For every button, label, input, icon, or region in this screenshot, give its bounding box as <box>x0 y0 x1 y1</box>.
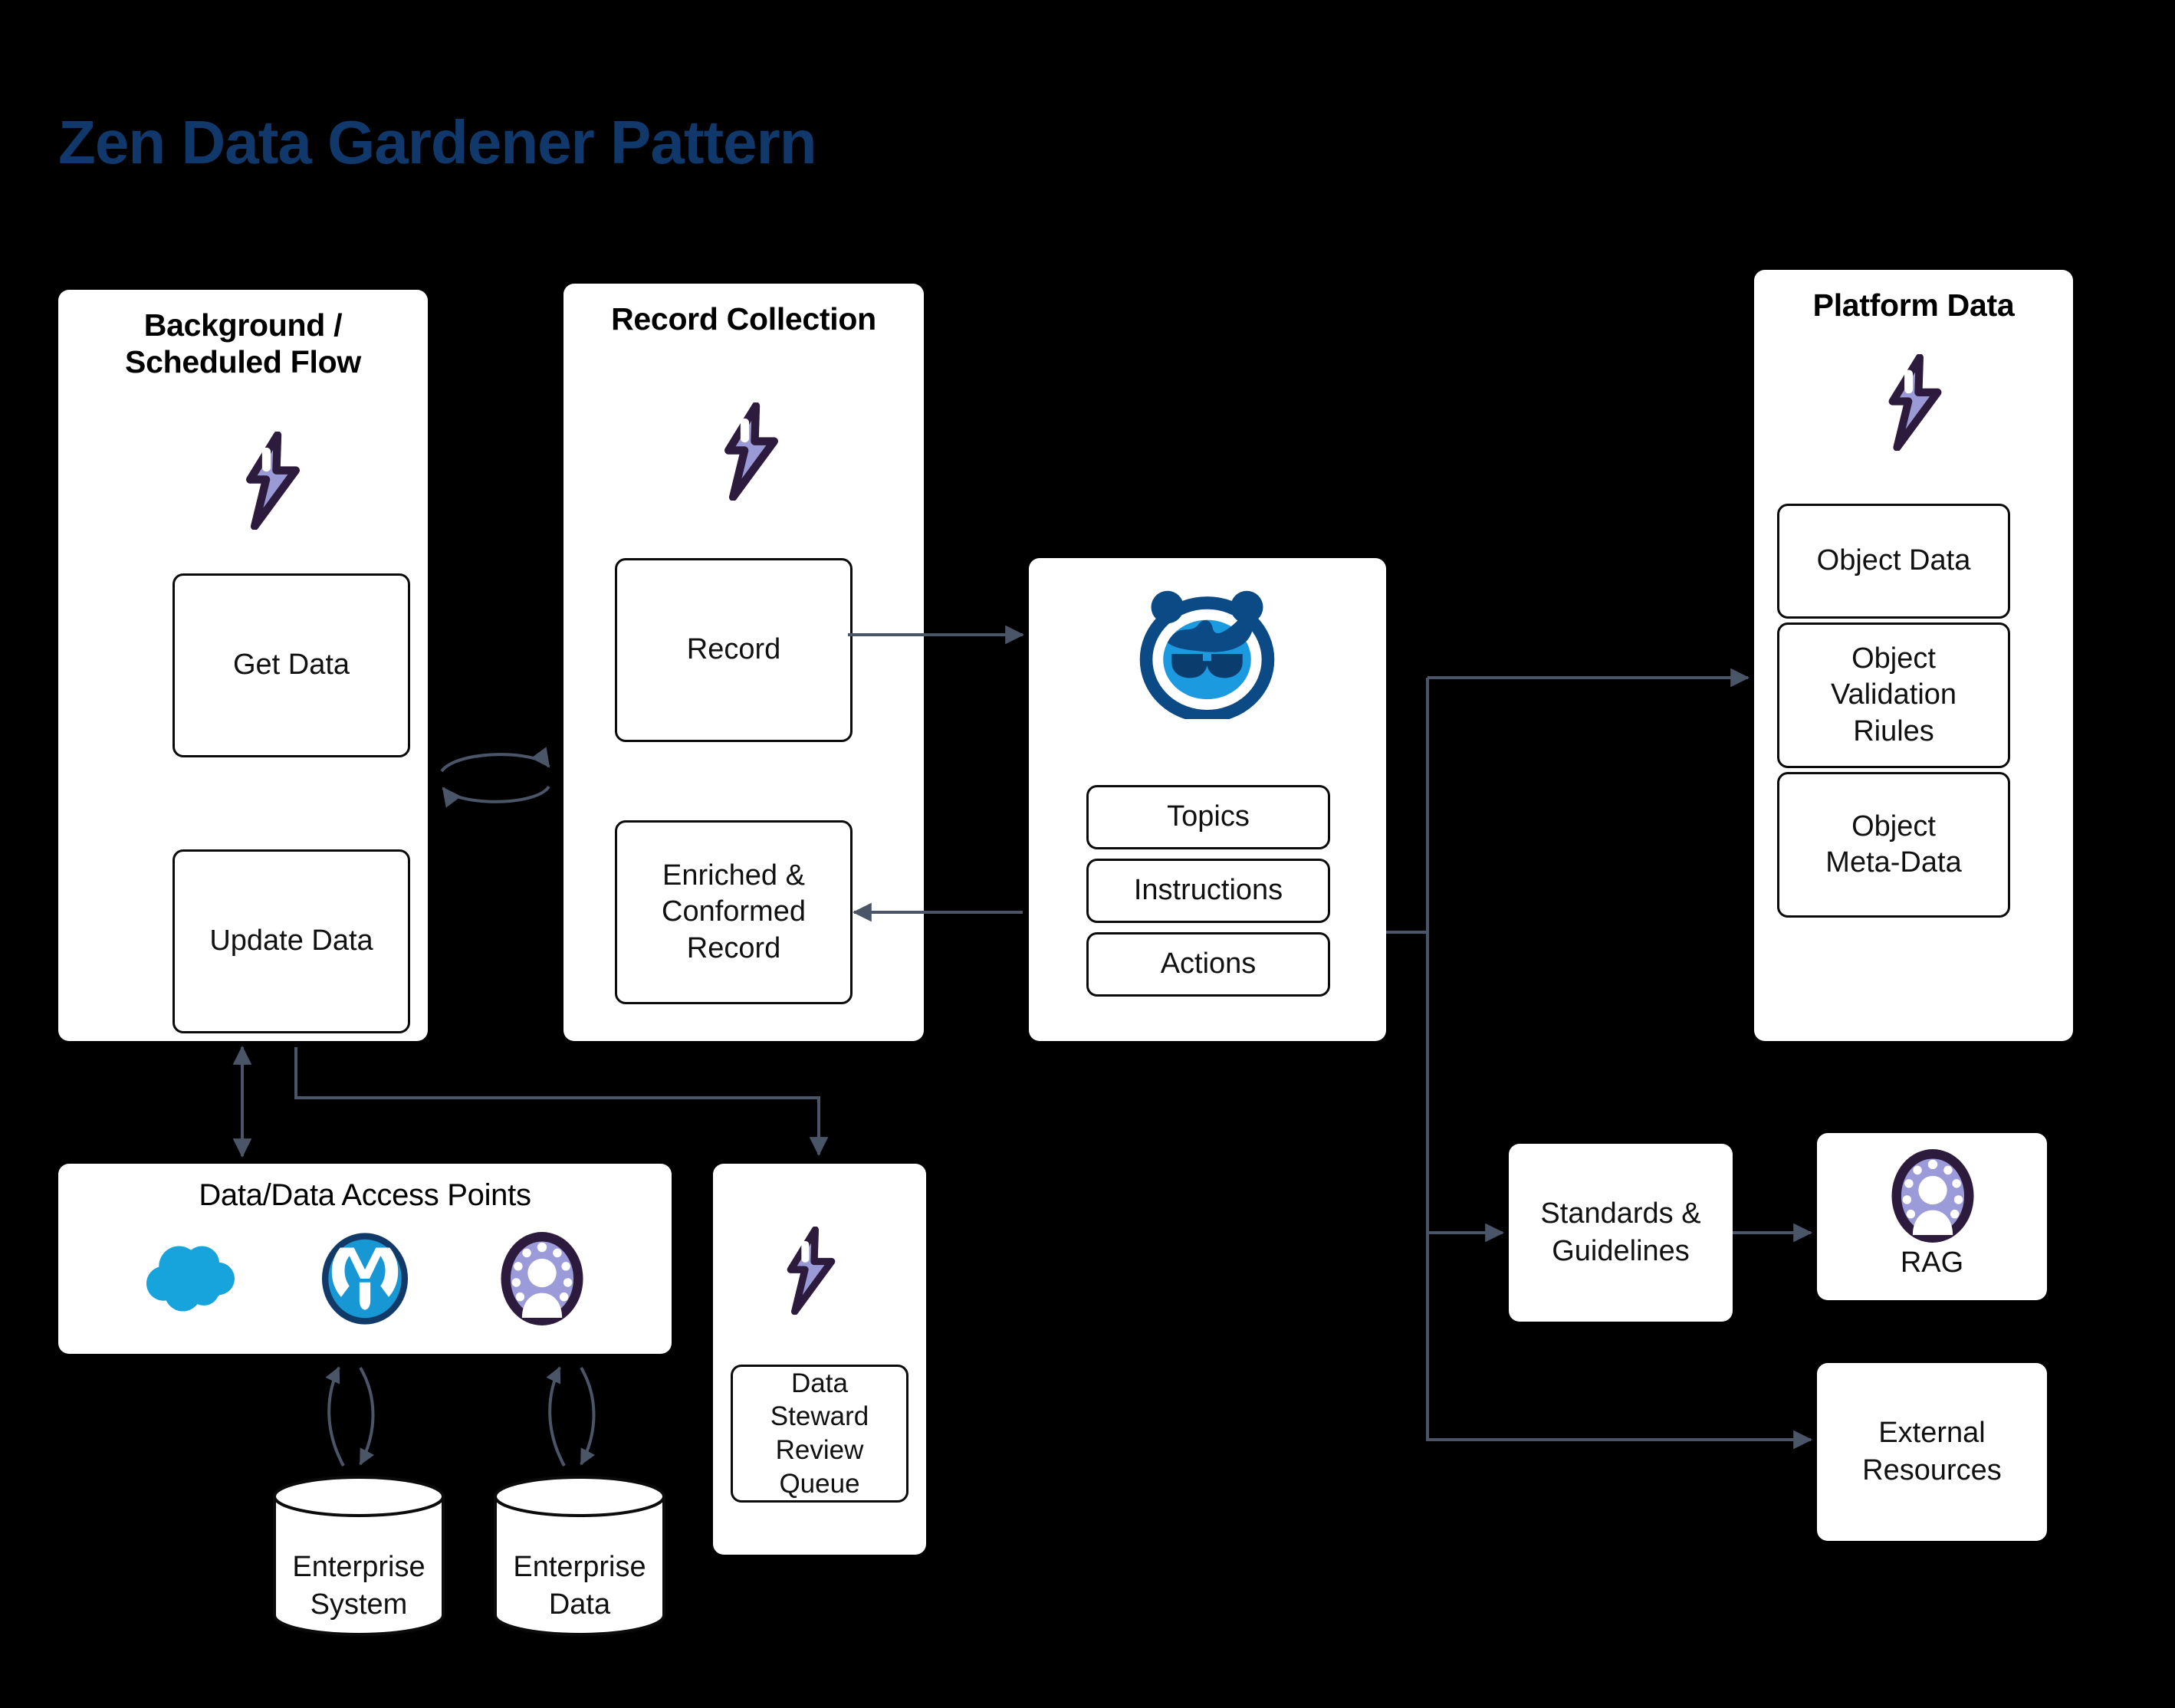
standards-line1: Standards & <box>1540 1197 1701 1230</box>
connector-flow-to-data-steward <box>294 1047 829 1156</box>
connector-access-to-enterprise-system-down <box>359 1366 375 1466</box>
connector-flow-loop-top <box>440 747 550 773</box>
box-record-label: Record <box>686 633 781 666</box>
connector-access-to-enterprise-data-up <box>546 1366 566 1467</box>
box-record[interactable]: Record <box>615 558 853 742</box>
datastore-enterprise-system-label: Enterprise System <box>270 1549 448 1624</box>
datastore-1-line1: Enterprise <box>513 1551 646 1583</box>
datastore-0-line2: System <box>310 1588 408 1621</box>
connector-access-to-enterprise-data-down <box>580 1366 596 1466</box>
box-metadata-line2: Meta-Data <box>1825 846 1962 879</box>
node-external-resources[interactable]: External Resources <box>1817 1363 2047 1541</box>
box-metadata-line1: Object <box>1851 810 1936 843</box>
datastore-enterprise-system[interactable]: Enterprise System <box>270 1473 448 1638</box>
box-enriched-line1: Enriched & <box>662 859 805 892</box>
page-title: Zen Data Gardener Pattern <box>58 108 817 176</box>
box-enriched-conformed-record[interactable]: Enriched & Conformed Record <box>615 820 853 1004</box>
panel-agent[interactable]: Topics Instructions Actions <box>1029 558 1386 1041</box>
flow-lightning-icon <box>787 1227 836 1315</box>
panel-title-data-access-points: Data/Data Access Points <box>199 1178 531 1212</box>
mulesoft-icon <box>321 1233 409 1325</box>
standards-line2: Guidelines <box>1552 1235 1690 1267</box>
connector-actions-to-standards <box>1426 932 1504 1243</box>
external-line1: External <box>1878 1416 1986 1449</box>
panel-title-platform-data: Platform Data <box>1812 287 2015 323</box>
box-update-data[interactable]: Update Data <box>172 849 410 1033</box>
panel-data-steward[interactable]: Data Steward Review Queue <box>713 1164 926 1555</box>
box-actions-label: Actions <box>1160 948 1257 980</box>
box-steward-line2: Review <box>775 1435 864 1465</box>
box-validation-line2: Validation <box>1830 678 1957 711</box>
external-line2: Resources <box>1862 1454 2002 1486</box>
box-data-steward-review-queue[interactable]: Data Steward Review Queue <box>731 1365 908 1503</box>
panel-data-access-points[interactable]: Data/Data Access Points <box>58 1164 672 1354</box>
box-enriched-line3: Record <box>686 931 781 964</box>
flow-lightning-icon <box>1888 354 1942 451</box>
datastore-0-line1: Enterprise <box>292 1551 425 1583</box>
panel-platform-data[interactable]: Platform Data Object Data Object Validat… <box>1754 270 2073 1041</box>
box-topics[interactable]: Topics <box>1086 785 1330 849</box>
box-validation-line1: Object <box>1851 642 1936 675</box>
box-object-meta-data[interactable]: Object Meta-Data <box>1777 772 2010 918</box>
box-object-data[interactable]: Object Data <box>1777 504 2010 619</box>
node-rag[interactable]: RAG <box>1817 1133 2047 1300</box>
node-rag-label: RAG <box>1900 1246 1964 1279</box>
datastore-enterprise-data[interactable]: Enterprise Data <box>491 1473 669 1638</box>
box-get-data-label: Get Data <box>232 649 350 682</box>
box-steward-line1: Data Steward <box>770 1368 869 1432</box>
panel-title-record-collection: Record Collection <box>611 301 876 337</box>
datastore-1-line2: Data <box>548 1588 611 1621</box>
box-steward-line3: Queue <box>779 1468 860 1499</box>
node-standards-guidelines[interactable]: Standards & Guidelines <box>1509 1144 1733 1322</box>
rag-person-icon <box>501 1232 583 1325</box>
box-topics-label: Topics <box>1167 800 1250 833</box>
panel-record-collection[interactable]: Record Collection Record Enriched & Conf… <box>563 284 924 1041</box>
box-update-data-label: Update Data <box>209 925 373 957</box>
datastore-enterprise-data-label: Enterprise Data <box>491 1549 669 1624</box>
panel-title-line2: Scheduled Flow <box>125 344 361 380</box>
box-object-data-label: Object Data <box>1816 544 1971 577</box>
agentforce-agent-icon <box>1139 590 1275 719</box>
connector-access-to-enterprise-system-up <box>325 1366 345 1467</box>
flow-lightning-icon <box>246 432 300 530</box>
panel-background-scheduled-flow[interactable]: Background / Scheduled Flow Get Data Upd… <box>58 290 428 1041</box>
box-instructions-label: Instructions <box>1133 874 1283 907</box>
panel-title-line1: Background / <box>143 307 343 343</box>
box-validation-line3: Riules <box>1853 714 1934 747</box>
connector-flow-loop-bottom <box>442 785 550 808</box>
flow-lightning-icon <box>724 402 778 501</box>
box-object-validation-rules[interactable]: Object Validation Riules <box>1777 622 2010 768</box>
rag-person-icon <box>1891 1149 1974 1243</box>
box-get-data[interactable]: Get Data <box>172 573 410 757</box>
panel-title-background-scheduled-flow: Background / Scheduled Flow <box>58 307 428 381</box>
box-instructions[interactable]: Instructions <box>1086 859 1330 923</box>
box-enriched-line2: Conformed <box>662 895 806 928</box>
box-actions[interactable]: Actions <box>1086 932 1330 997</box>
salesforce-cloud-icon <box>146 1246 235 1312</box>
